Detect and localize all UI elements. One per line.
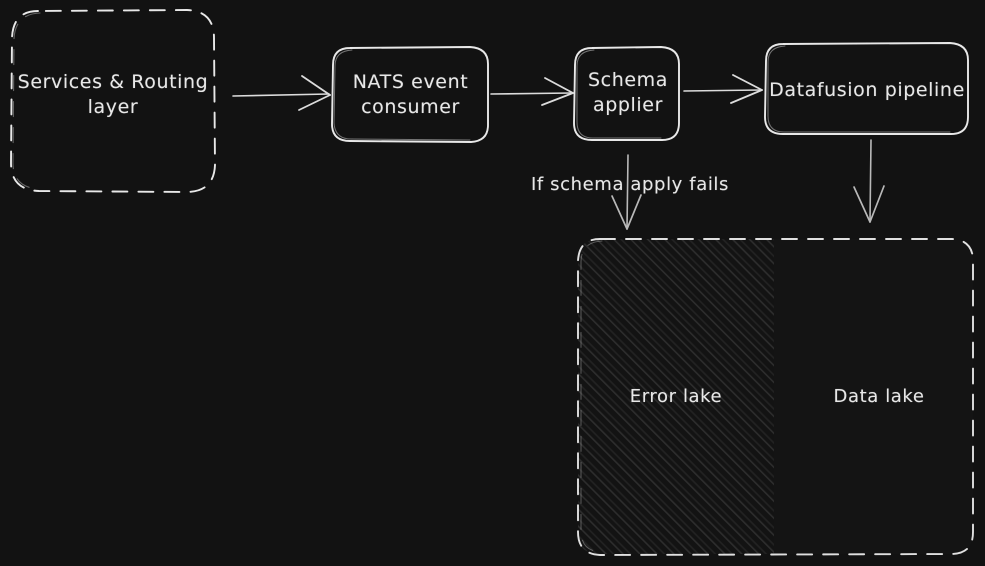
edge-schema-to-error-lake bbox=[611, 154, 642, 230]
region-error-lake-fill bbox=[578, 239, 973, 554]
edge-services-to-nats bbox=[232, 75, 331, 111]
edge-datafusion-to-data-lake bbox=[853, 139, 885, 223]
node-services-routing-layer[interactable] bbox=[10, 9, 216, 193]
edge-nats-to-schema bbox=[490, 77, 574, 106]
container-lakes[interactable] bbox=[577, 238, 974, 556]
node-nats-event-consumer[interactable] bbox=[331, 46, 489, 143]
node-datafusion-pipeline[interactable] bbox=[764, 42, 969, 135]
node-schema-applier[interactable] bbox=[573, 46, 680, 141]
edge-schema-to-datafusion bbox=[683, 74, 763, 104]
